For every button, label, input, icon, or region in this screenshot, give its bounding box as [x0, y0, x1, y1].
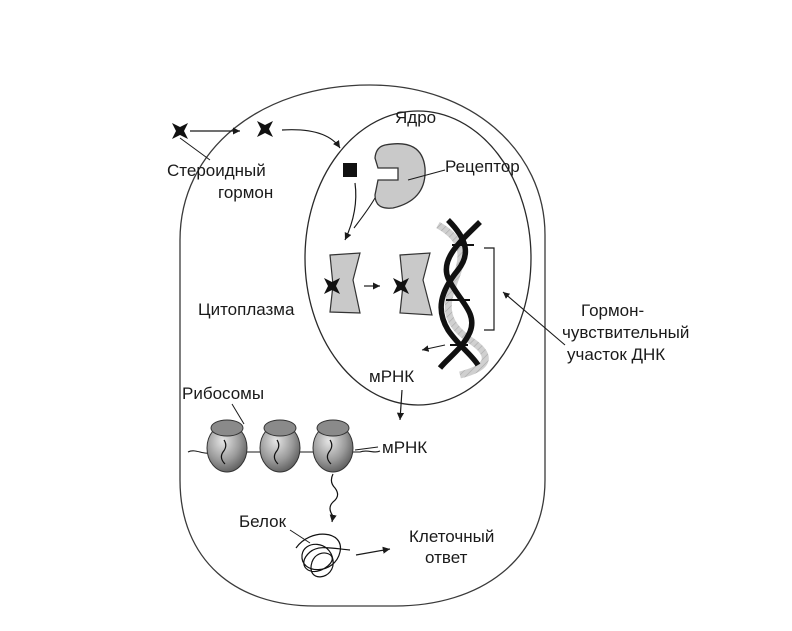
mrna-label-leader — [354, 446, 379, 451]
mrna-export-arrow — [396, 389, 405, 421]
cell-response-label-line1: Клеточный — [409, 527, 495, 546]
steroid-hormone-label-line2: гормон — [218, 183, 274, 202]
nucleus-label: Ядро — [395, 108, 437, 127]
dna-region-label-line3: участок ДНК — [567, 345, 666, 364]
steroid-hormone-label-line1: Стероидный — [167, 161, 266, 180]
cell-membrane — [179, 84, 546, 607]
nucleus-envelope — [304, 110, 532, 406]
ribosome-label-leader — [231, 403, 245, 425]
to-nucleus-arrow — [281, 129, 341, 149]
ribosome-1 — [206, 419, 248, 473]
ribosome-2 — [259, 419, 301, 473]
ribosome-3 — [312, 419, 354, 473]
cell-response-label-line2: ответ — [425, 548, 468, 567]
protein-label-leader — [289, 529, 311, 544]
bound-hormone — [324, 278, 340, 294]
receptor-label-leader — [407, 169, 446, 181]
dna-region-label-line2: чувствительный — [562, 323, 690, 342]
cell-response-arrow — [355, 546, 391, 556]
dna-helix — [436, 218, 489, 379]
hormone-molecule-outside — [172, 123, 188, 139]
hormone-molecule-nucleus — [343, 163, 357, 177]
polypeptide-chain — [329, 473, 339, 523]
folded-protein — [295, 533, 351, 578]
cytoplasm-label: Цитоплазма — [198, 300, 295, 319]
receptor-label: Рецептор — [445, 157, 520, 176]
ribosomes-label: Рибосомы — [182, 384, 265, 403]
mrna-nucleus-label: мРНК — [369, 367, 415, 386]
mrna-cytoplasm-label: мРНК — [382, 438, 428, 457]
hormone-molecule-cytoplasm — [257, 121, 273, 137]
hormone-label-leader — [179, 137, 211, 161]
binding-arrow — [344, 182, 357, 241]
transcription-arrow — [421, 344, 446, 352]
dna-region-leader — [502, 291, 566, 346]
receptor-shape — [374, 143, 426, 209]
dna-region-label-line1: Гормон- — [581, 301, 645, 320]
receptor-to-complex-arrow — [353, 197, 376, 229]
docked-hormone — [393, 278, 409, 294]
protein-label: Белок — [239, 512, 287, 531]
dna-region-bracket — [484, 247, 495, 331]
